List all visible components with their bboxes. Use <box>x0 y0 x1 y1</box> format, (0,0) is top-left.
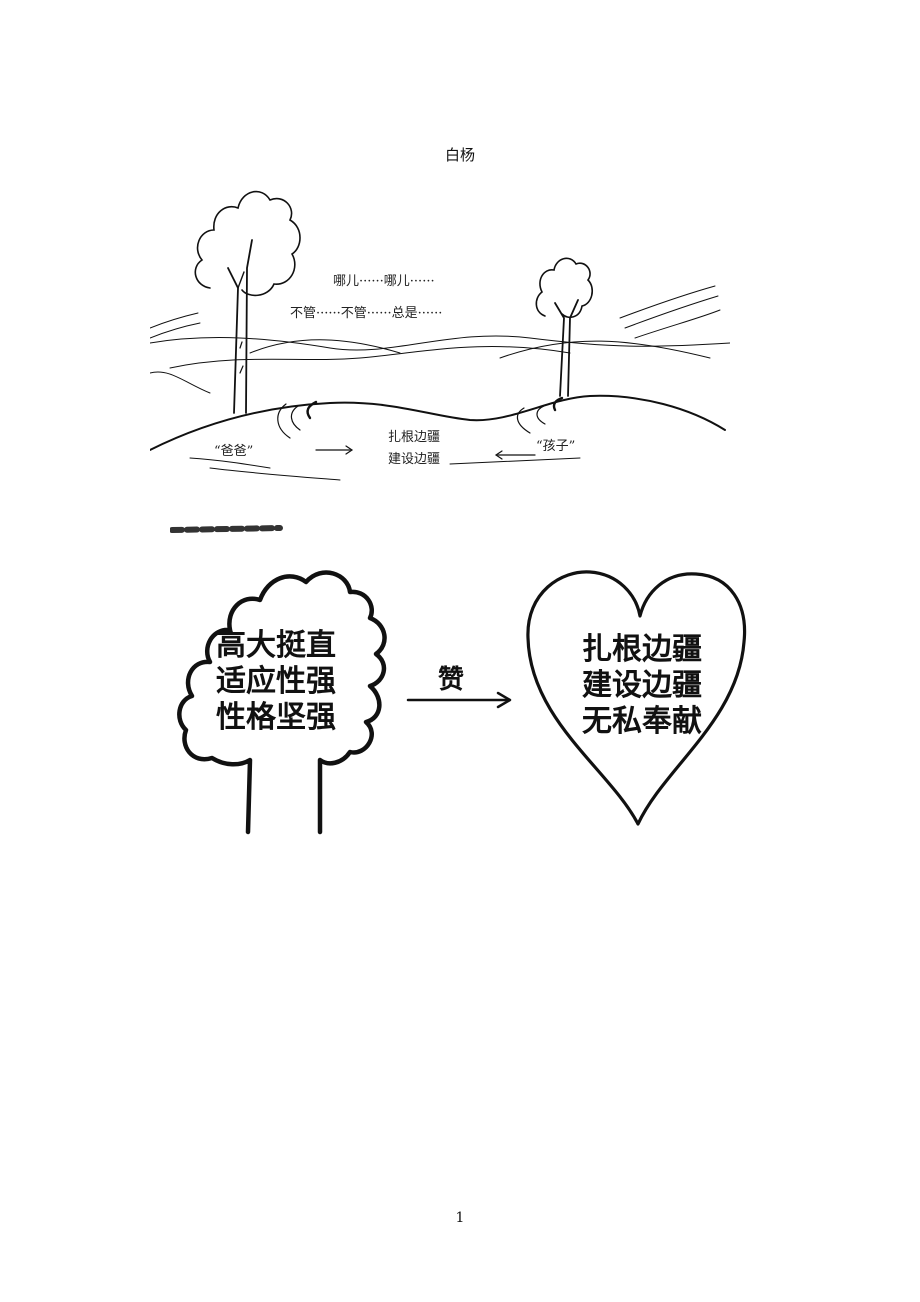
page-number: 1 <box>455 1210 465 1226</box>
tree-text-line-1: 高大挺直 <box>216 628 336 663</box>
always-line-text: 不管······不管······总是······ <box>290 306 443 321</box>
child-label: “孩子” <box>536 439 576 454</box>
center-line-2: 建设边疆 <box>388 452 441 467</box>
hills-and-trees-drawing <box>149 190 731 481</box>
where-line-text: 哪儿······哪儿······ <box>333 274 435 289</box>
arrow-label: 赞 <box>438 665 465 695</box>
tree-text-line-2: 适应性强 <box>216 664 336 699</box>
poplar-sketch-figure: 哪儿······哪儿······ 不管······不管······总是·····… <box>149 168 731 498</box>
father-label: “爸爸” <box>214 444 254 459</box>
heart-text-line-1: 扎根边疆 <box>582 632 702 667</box>
tree-text-line-3: 性格坚强 <box>216 700 336 735</box>
heart-text-line-2: 建设边疆 <box>582 668 702 703</box>
heart-text-line-3: 无私奉献 <box>582 704 702 739</box>
tree-heart-diagram: 高大挺直 适应性强 性格坚强 赞 扎根边疆 建设边疆 无私奉献 <box>169 520 780 850</box>
document-title: 白杨 <box>444 146 475 164</box>
center-line-1: 扎根边疆 <box>388 430 441 445</box>
tree-and-heart-outline <box>169 525 747 835</box>
